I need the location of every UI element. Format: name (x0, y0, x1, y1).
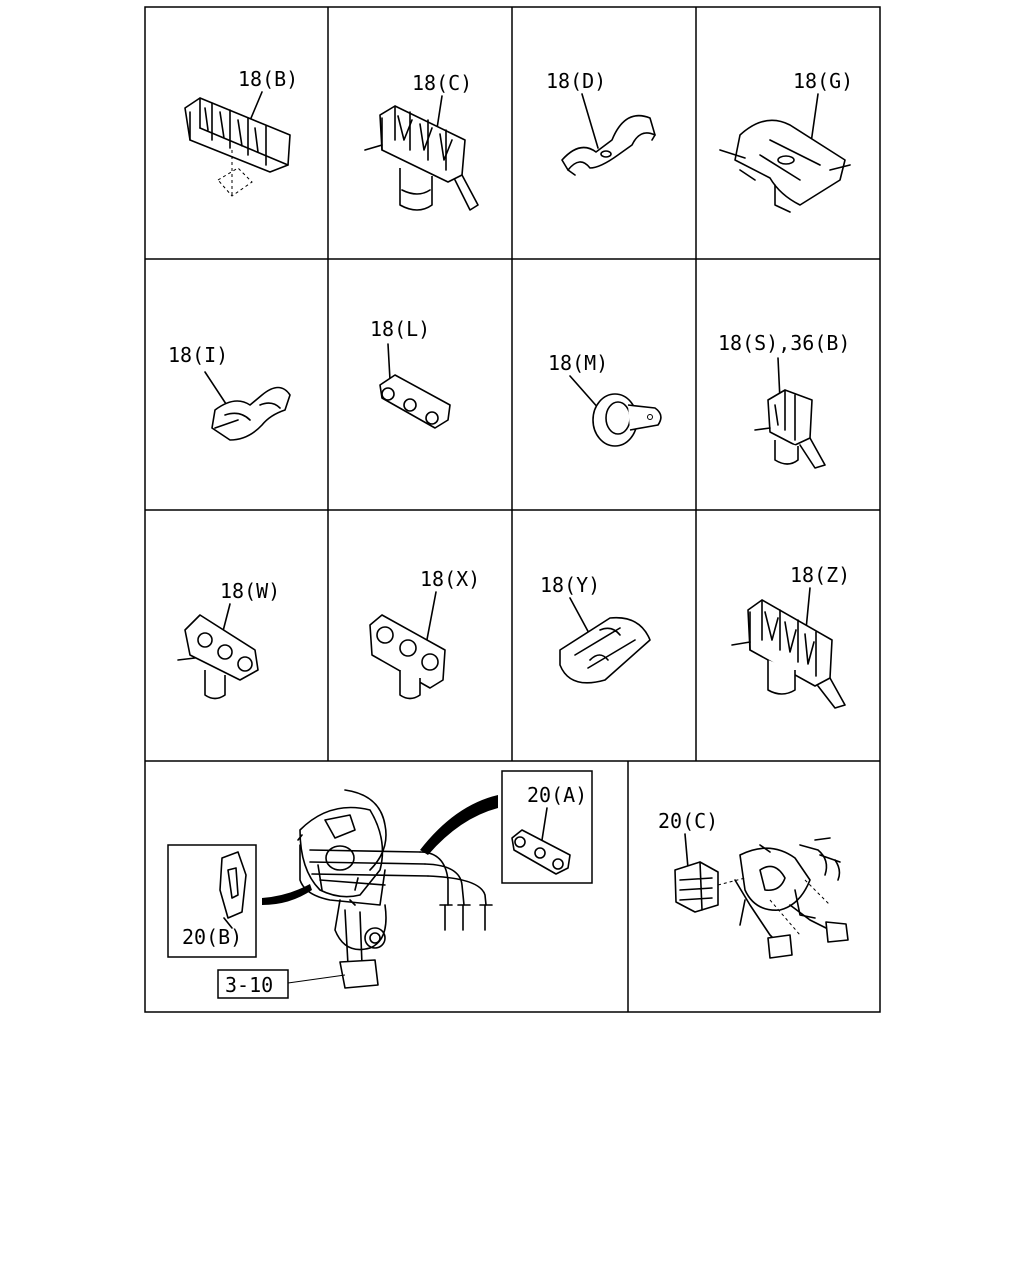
part-18z: 18(Z) (731, 563, 850, 709)
diagram-grid (144, 6, 881, 1013)
part-18y: 18(Y) (540, 573, 651, 684)
part-18z-label: 18(Z) (790, 563, 850, 587)
part-18x-label: 18(X) (420, 567, 480, 591)
part-18s-36b: 18(S),36(B) (718, 331, 850, 469)
ref-3-10-box (217, 969, 289, 999)
inset-20b-box (167, 844, 257, 958)
inset-20a-box (501, 770, 593, 884)
part-18m-label: 18(M) (548, 351, 608, 375)
inset-20a-label: 20(A) (527, 783, 587, 807)
assembly-left: 20(A) 20(B) 3-10 (167, 770, 593, 999)
ref-3-10-label: 3-10 (225, 973, 273, 997)
part-18s-36b-label: 18(S),36(B) (718, 331, 850, 355)
part-18d: 18(D) (546, 69, 656, 176)
part-18l-label: 18(L) (370, 317, 430, 341)
part-18b: 18(B) (184, 67, 298, 197)
inset-20b-label: 20(B) (182, 925, 242, 949)
part-18c-label: 18(C) (412, 71, 472, 95)
part-18x: 18(X) (369, 567, 480, 700)
part-18d-label: 18(D) (546, 69, 606, 93)
part-18m: 18(M) (548, 351, 662, 447)
part-20c-label: 20(C) (658, 809, 718, 833)
part-18y-label: 18(Y) (540, 573, 600, 597)
part-18i: 18(I) (168, 343, 291, 441)
part-18l: 18(L) (370, 317, 451, 429)
part-18w-label: 18(W) (220, 579, 280, 603)
part-18b-label: 18(B) (238, 67, 298, 91)
part-18g-label: 18(G) (793, 69, 853, 93)
assembly-right: 20(C) (658, 809, 849, 959)
part-18i-label: 18(I) (168, 343, 228, 367)
part-18c: 18(C) (364, 71, 479, 211)
part-18g: 18(G) (719, 69, 853, 213)
part-18w: 18(W) (177, 579, 280, 700)
